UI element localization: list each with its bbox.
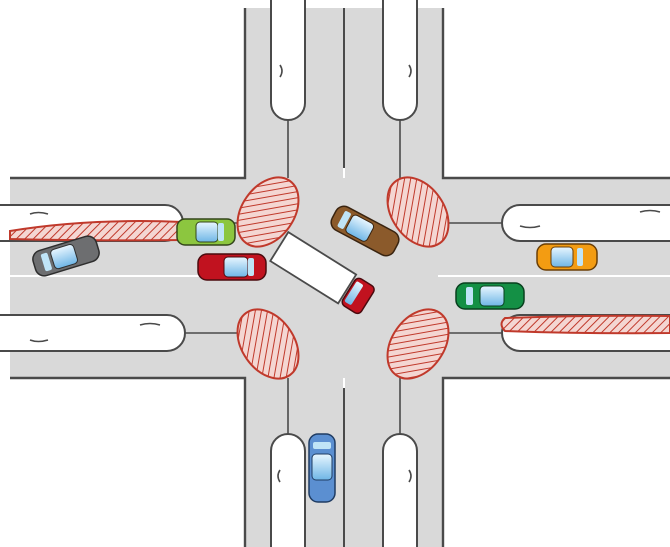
island-north-left: [270, 0, 306, 121]
car-icon: [308, 433, 336, 503]
car-icon: [536, 243, 598, 271]
road-edge: [10, 8, 670, 547]
hatched-zone-south-west: [236, 308, 300, 380]
car-icon: [197, 253, 267, 281]
island-south-left: [270, 433, 306, 547]
car-icon: [32, 235, 100, 277]
hatched-zone-north-east: [386, 176, 450, 248]
car-icon: [330, 205, 400, 257]
hatched-zones: [9, 176, 670, 380]
hatched-zone-east-median: [500, 314, 670, 335]
vehicles: [32, 205, 598, 503]
hatched-zone-north-west: [236, 176, 300, 248]
island-north-right: [382, 0, 418, 121]
island-west-bottom: [0, 314, 186, 352]
car-icon: [176, 218, 236, 246]
island-south-right: [382, 433, 418, 547]
hatched-zone-south-east: [386, 308, 450, 380]
car-icon: [455, 282, 525, 310]
truck-icon: [269, 230, 375, 315]
